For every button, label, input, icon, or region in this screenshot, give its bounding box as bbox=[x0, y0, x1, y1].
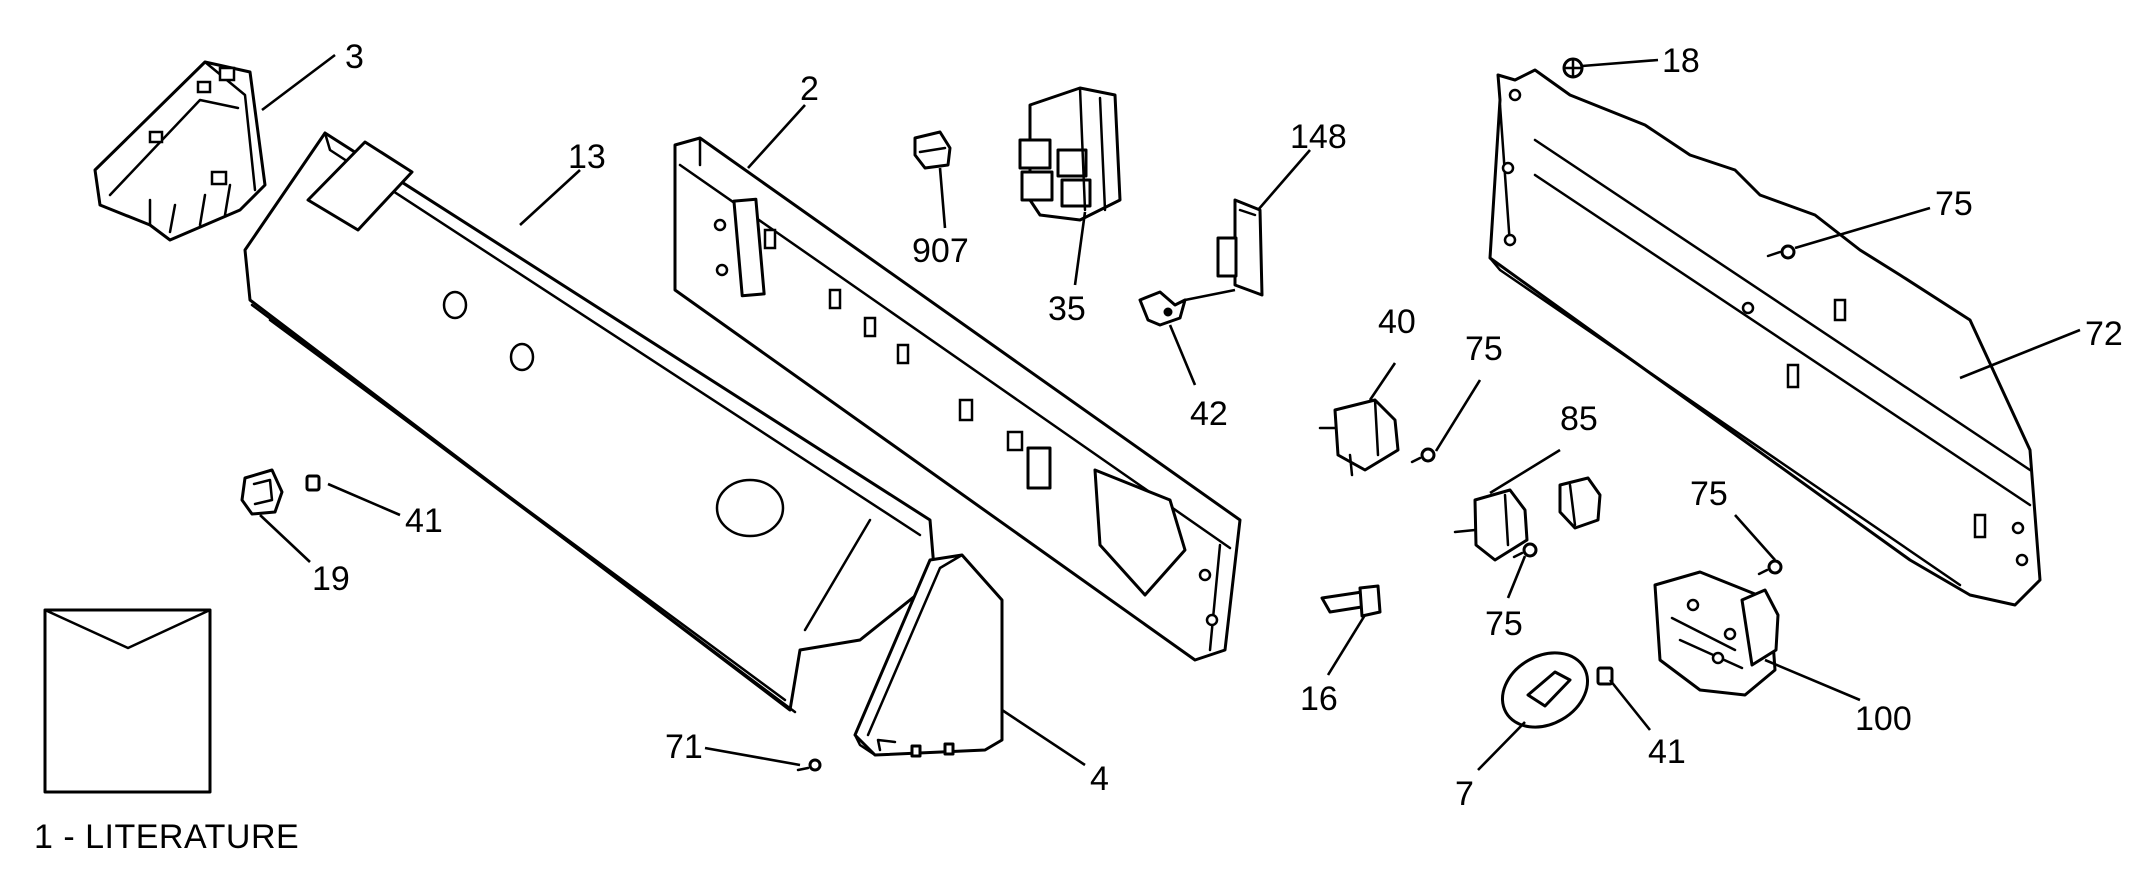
part-148-bracket bbox=[1216, 198, 1264, 297]
leader-35 bbox=[1073, 211, 1087, 286]
part-7-knob bbox=[1500, 651, 1590, 729]
callout-2: 2 bbox=[800, 70, 819, 108]
part-18-screw bbox=[1562, 57, 1584, 79]
leader-2 bbox=[747, 104, 806, 169]
literature-caption: 1 - LITERATURE bbox=[34, 818, 300, 856]
leader-907 bbox=[938, 167, 947, 229]
callout-907: 907 bbox=[912, 232, 969, 270]
leader-16 bbox=[1326, 614, 1367, 676]
callout-42: 42 bbox=[1190, 395, 1228, 433]
leader-100 bbox=[1764, 658, 1861, 702]
leader-7 bbox=[1477, 721, 1526, 771]
callout-35: 35 bbox=[1048, 290, 1086, 328]
leader-18 bbox=[1581, 58, 1659, 68]
part-100-timer bbox=[1653, 570, 1780, 697]
leader-75a bbox=[1794, 206, 1931, 250]
callout-75b: 75 bbox=[1465, 330, 1503, 368]
part-907-clip bbox=[913, 130, 952, 170]
callout-41b: 41 bbox=[1648, 733, 1686, 771]
part-85-switch bbox=[1453, 476, 1602, 562]
part-35-switch-assembly bbox=[1018, 86, 1122, 222]
leader-72 bbox=[1959, 328, 2081, 380]
callout-3: 3 bbox=[345, 38, 364, 76]
part-75-screw-upper bbox=[1766, 244, 1796, 260]
part-41-nub-left bbox=[305, 474, 321, 492]
part-71-screw bbox=[796, 758, 822, 772]
callout-85: 85 bbox=[1560, 400, 1598, 438]
callout-148: 148 bbox=[1290, 118, 1347, 156]
callout-72: 72 bbox=[2085, 315, 2123, 353]
part-19-button bbox=[240, 468, 284, 516]
leader-40 bbox=[1368, 362, 1397, 401]
callout-75a: 75 bbox=[1935, 185, 1973, 223]
callout-41a: 41 bbox=[405, 502, 443, 540]
callout-71: 71 bbox=[665, 728, 703, 766]
leader-42-b bbox=[1184, 288, 1236, 302]
leader-lines bbox=[259, 53, 2081, 771]
leader-13 bbox=[519, 169, 581, 226]
part-1-literature-envelope bbox=[43, 608, 212, 794]
part-4-right-end-cap bbox=[853, 553, 1004, 758]
part-3-left-end-cap bbox=[93, 60, 267, 242]
part-75-screw-lower-right bbox=[1757, 559, 1783, 576]
callout-16: 16 bbox=[1300, 680, 1338, 718]
part-16-key bbox=[1320, 584, 1382, 618]
callout-19: 19 bbox=[312, 560, 350, 598]
callout-40: 40 bbox=[1378, 303, 1416, 341]
part-75-screw-mid bbox=[1410, 447, 1436, 464]
leader-148 bbox=[1257, 149, 1311, 211]
part-41-nub-right bbox=[1596, 666, 1614, 686]
leader-42 bbox=[1168, 324, 1197, 386]
leader-75d bbox=[1734, 514, 1776, 561]
callout-13: 13 bbox=[568, 138, 606, 176]
leader-75c bbox=[1506, 555, 1527, 599]
leader-3 bbox=[261, 53, 336, 112]
callout-75c: 75 bbox=[1485, 605, 1523, 643]
callout-75d: 75 bbox=[1690, 475, 1728, 513]
callout-18: 18 bbox=[1662, 42, 1700, 80]
leader-75b bbox=[1434, 379, 1482, 452]
leader-85 bbox=[1489, 448, 1561, 495]
part-2-control-panel-frame bbox=[673, 136, 1242, 662]
leader-71 bbox=[704, 746, 801, 767]
callout-4: 4 bbox=[1090, 760, 1109, 798]
part-40-switch bbox=[1318, 398, 1400, 477]
callout-100: 100 bbox=[1855, 700, 1912, 738]
part-42-wire-clip bbox=[1138, 290, 1187, 327]
leader-4 bbox=[1001, 708, 1086, 767]
part-75-screw-lower-left bbox=[1512, 542, 1538, 559]
leader-19 bbox=[259, 514, 311, 563]
leader-41b bbox=[1608, 679, 1652, 731]
leader-41a bbox=[327, 482, 401, 517]
callout-7: 7 bbox=[1455, 775, 1474, 813]
callout-labels: 3 13 2 907 35 148 42 18 75 72 40 75 85 7… bbox=[312, 38, 2123, 813]
part-13-console-panel bbox=[243, 131, 937, 714]
part-72-rear-panel bbox=[1488, 68, 2042, 607]
